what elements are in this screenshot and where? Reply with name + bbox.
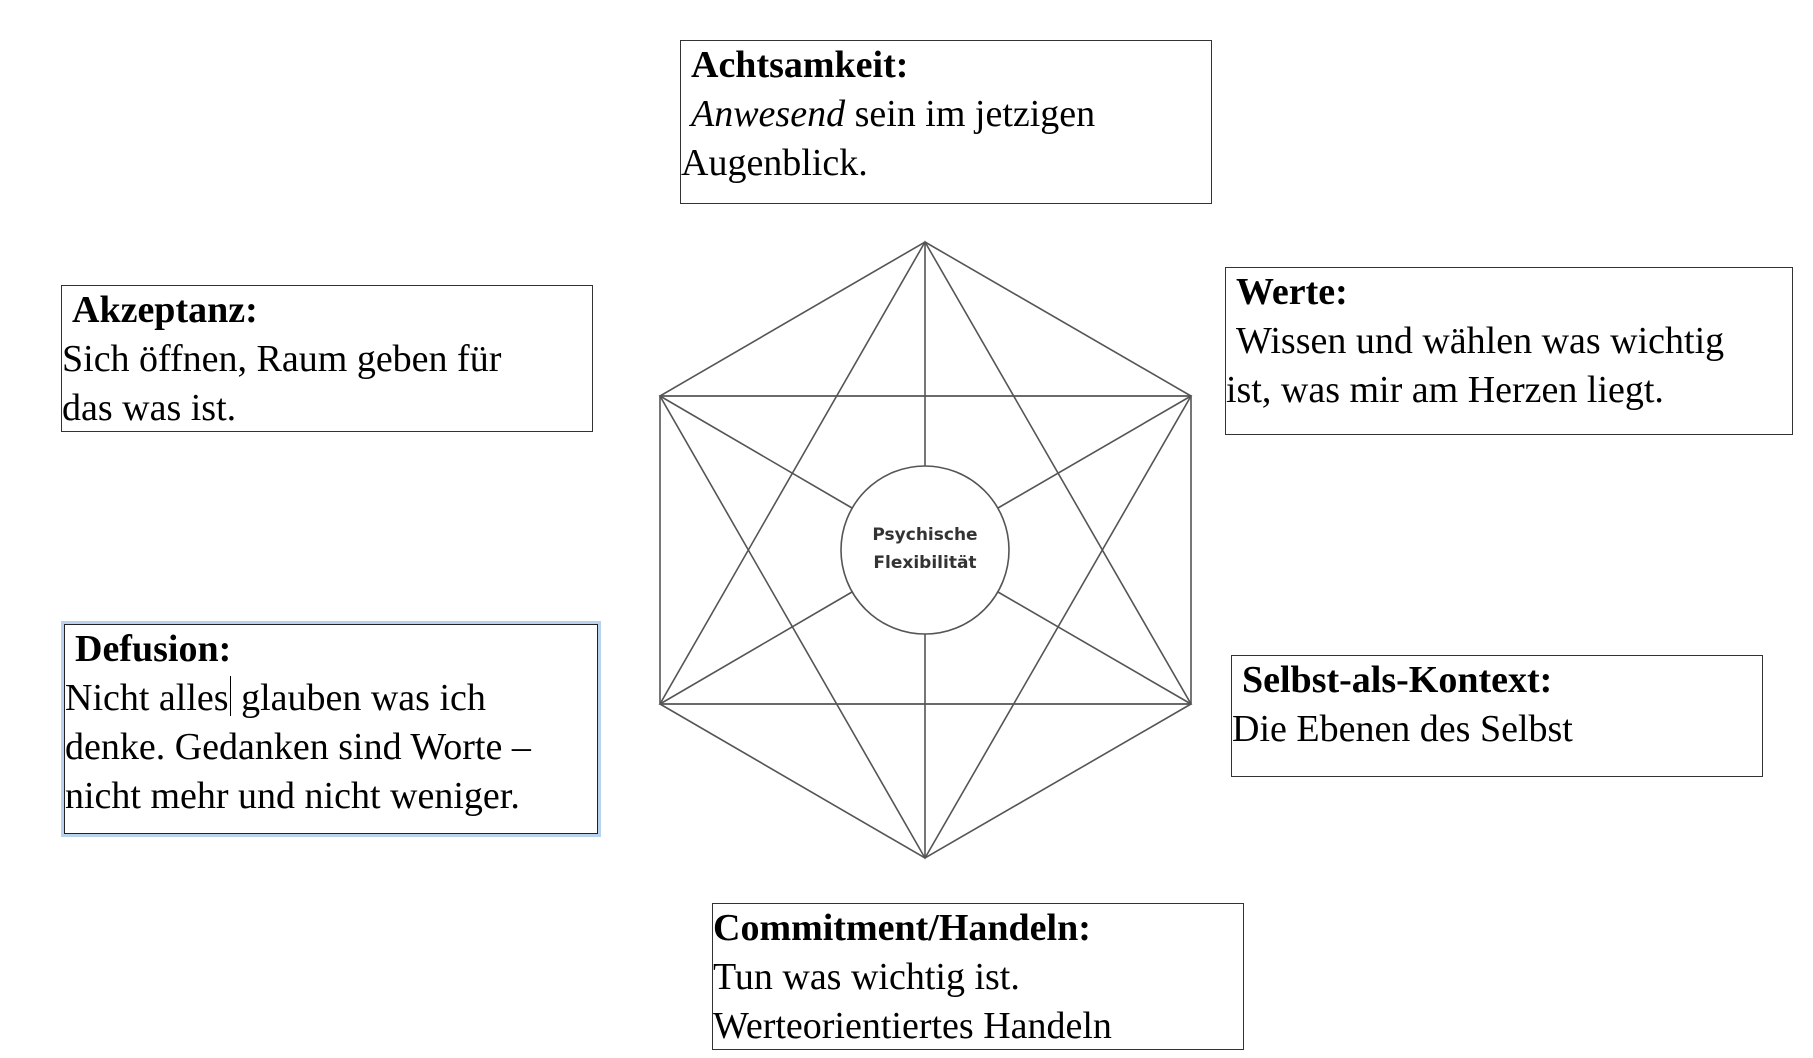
center-circle	[840, 465, 1010, 635]
werte-line2: ist, was mir am Herzen liegt.	[1226, 369, 1664, 411]
text-cursor	[229, 676, 231, 716]
akzeptanz-box[interactable]: Akzeptanz: Sich öffnen, Raum geben für d…	[61, 285, 593, 432]
commitment-line1: Tun was wichtig ist.	[713, 956, 1020, 998]
spoke-bottom-right	[997, 591, 1192, 705]
achtsamkeit-box[interactable]: Achtsamkeit: Anwesend sein im jetzigen A…	[680, 40, 1212, 204]
selbst-als-kontext-box[interactable]: Selbst-als-Kontext: Die Ebenen des Selbs…	[1231, 655, 1763, 777]
commitment-line2: Werteorientiertes Handeln	[713, 1005, 1112, 1047]
defusion-line2: denke. Gedanken sind Worte –	[65, 726, 531, 768]
selbst-line1: Die Ebenen des Selbst	[1232, 708, 1573, 750]
achtsamkeit-line1-italic: Anwesend	[691, 93, 846, 135]
werte-box[interactable]: Werte: Wissen und wählen was wichtig ist…	[1225, 267, 1793, 435]
werte-title: Werte:	[1236, 271, 1348, 313]
spoke-top-left	[659, 395, 853, 509]
defusion-line1-b: glauben was ich	[231, 677, 486, 719]
akzeptanz-title: Akzeptanz:	[72, 289, 258, 331]
spoke-top-right	[997, 395, 1192, 509]
spoke-bottom-left	[659, 591, 853, 705]
defusion-title: Defusion:	[75, 628, 232, 670]
defusion-line1-a: Nicht alles	[65, 677, 229, 719]
achtsamkeit-line1: Anwesend sein im jetzigen	[681, 90, 1211, 139]
defusion-box[interactable]: Defusion: Nicht alles glauben was ich de…	[64, 624, 598, 834]
achtsamkeit-title: Achtsamkeit:	[691, 44, 909, 86]
werte-line1: Wissen und wählen was wichtig	[1236, 320, 1725, 362]
akzeptanz-line1: Sich öffnen, Raum geben für	[62, 338, 502, 380]
commitment-title: Commitment/Handeln:	[713, 907, 1091, 949]
defusion-line1: Nicht alles glauben was ich	[65, 674, 597, 723]
commitment-box[interactable]: Commitment/Handeln: Tun was wichtig ist.…	[712, 903, 1244, 1050]
achtsamkeit-line1-rest: sein im jetzigen	[845, 93, 1096, 135]
defusion-line3: nicht mehr und nicht weniger.	[65, 775, 520, 817]
akzeptanz-line2: das was ist.	[62, 387, 237, 429]
center-label-line2: Flexibilität	[873, 553, 976, 573]
achtsamkeit-line2: Augenblick.	[681, 142, 868, 184]
center-label-line1: Psychische	[872, 525, 977, 545]
selbst-title: Selbst-als-Kontext:	[1242, 659, 1553, 701]
